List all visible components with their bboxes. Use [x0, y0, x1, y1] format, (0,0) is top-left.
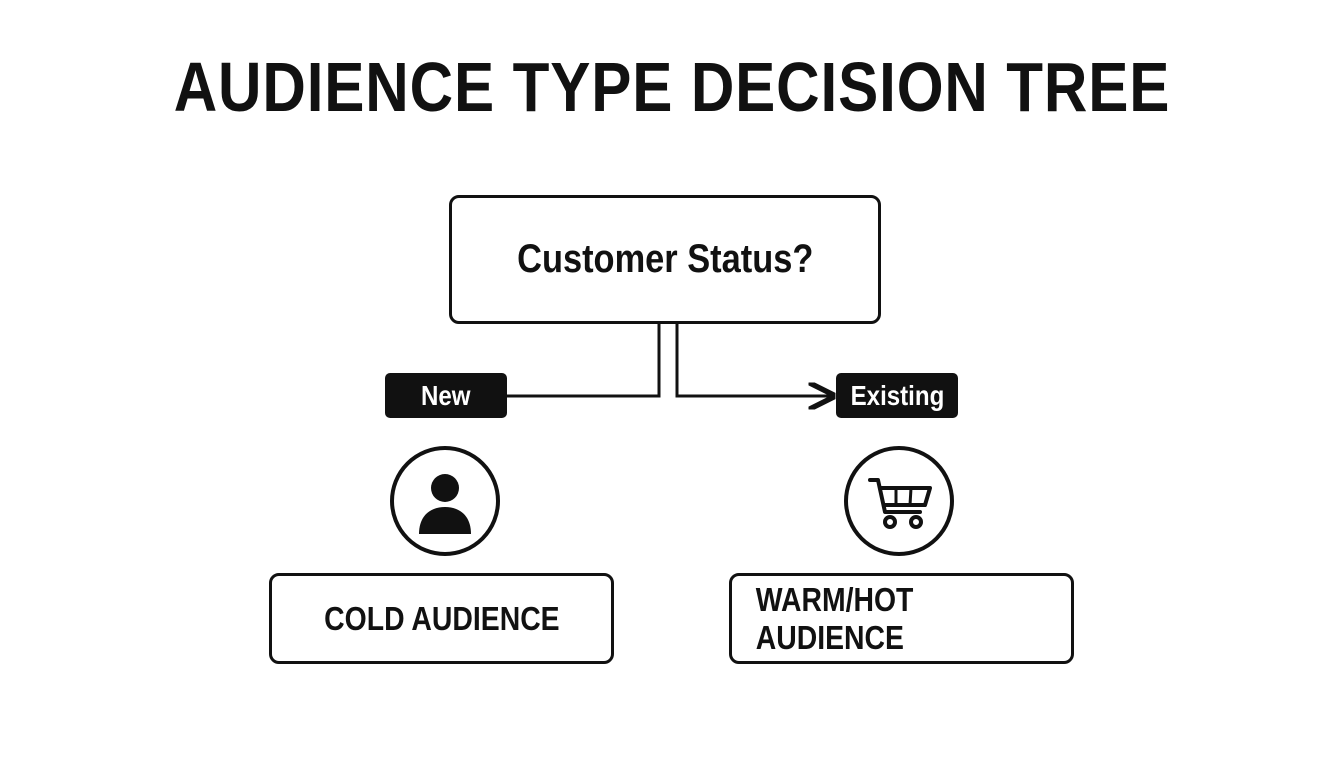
result-node-cold-audience: COLD AUDIENCE — [269, 573, 614, 664]
result-node-warm-hot-audience: WARM/HOT AUDIENCE — [729, 573, 1074, 664]
branch-tag-existing-label: Existing — [850, 379, 944, 411]
diagram-title: AUDIENCE TYPE DECISION TREE — [94, 52, 1250, 122]
connector-existing — [675, 324, 833, 396]
shopping-cart-icon — [844, 446, 954, 556]
person-icon — [390, 446, 500, 556]
root-decision-label: Customer Status? — [516, 237, 814, 281]
result-cold-label: COLD AUDIENCE — [323, 599, 560, 637]
root-decision-node: Customer Status? — [449, 195, 881, 324]
branch-tag-new: New — [385, 373, 507, 418]
branch-tag-new-label: New — [421, 379, 471, 411]
connector-new — [507, 324, 661, 398]
shopping-cart-icon-glyph — [868, 478, 932, 529]
person-icon-glyph — [419, 474, 471, 534]
result-warm-label: WARM/HOT AUDIENCE — [755, 580, 914, 656]
branch-tag-existing: Existing — [836, 373, 958, 418]
diagram-title-text: AUDIENCE TYPE DECISION TREE — [173, 48, 1171, 126]
